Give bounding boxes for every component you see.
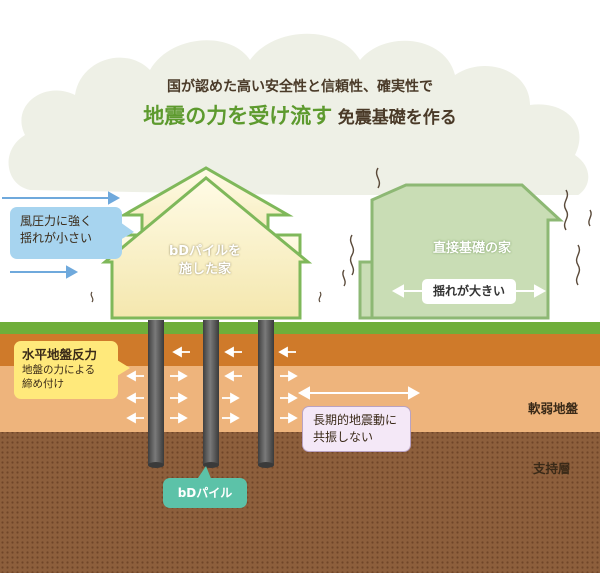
page-title: 地震の力を受け流す 免震基礎を作る: [0, 100, 600, 130]
pile-label-pointer: [196, 466, 212, 481]
title-emphasis: 地震の力を受け流す: [143, 104, 333, 128]
ground-layers: [0, 322, 600, 573]
title-rest: 免震基礎を作る: [337, 108, 457, 128]
resonance-callout: 長期的地震動に 共振しない: [302, 406, 411, 452]
bd-house: [100, 166, 313, 320]
wind-callout-line-2: 揺れが小さい: [20, 231, 93, 245]
conventional-house-label: 直接基礎の家: [432, 241, 511, 256]
wind-arrows: [2, 191, 121, 279]
wind-callout-line-1: 風圧力に強く: [20, 214, 93, 228]
cloud-background: [8, 33, 589, 200]
subtitle: 国が認めた高い安全性と信頼性、確実性で: [167, 79, 433, 95]
wind-callout: 風圧力に強く 揺れが小さい: [10, 207, 122, 259]
soft-ground-label: 軟弱地盤: [528, 401, 579, 416]
ground-reaction-arrows: [126, 346, 298, 424]
bd-house-label-line-2: 施した家: [178, 262, 231, 277]
soil-callout-title: 水平地盤反力: [22, 347, 98, 362]
bd-house-label-line-1: bDパイルを: [168, 244, 242, 259]
resonance-callout-line-1: 長期的地震動に: [313, 413, 398, 427]
bd-piles: [148, 320, 274, 468]
soil-callout-detail-2: 締め付け: [22, 378, 64, 390]
bearing-layer-label: 支持層: [533, 461, 571, 476]
soil-callout-pointer: [117, 360, 130, 376]
shake-lines-bd-house: [90, 291, 322, 303]
bd-house-label: bDパイルを 施した家: [125, 243, 285, 279]
wind-callout-pointer: [120, 222, 134, 240]
resonance-callout-line-2: 共振しない: [313, 430, 374, 444]
shake-lines-conventional: [342, 167, 592, 287]
soil-callout: 水平地盤反力 地盤の力による 締め付け: [14, 341, 118, 399]
ground-motion-arrow: [297, 386, 421, 400]
shake-label: 揺れが大きい: [422, 279, 516, 304]
pile-label: bDパイル: [163, 478, 247, 508]
soil-callout-detail-1: 地盤の力による: [22, 364, 96, 376]
